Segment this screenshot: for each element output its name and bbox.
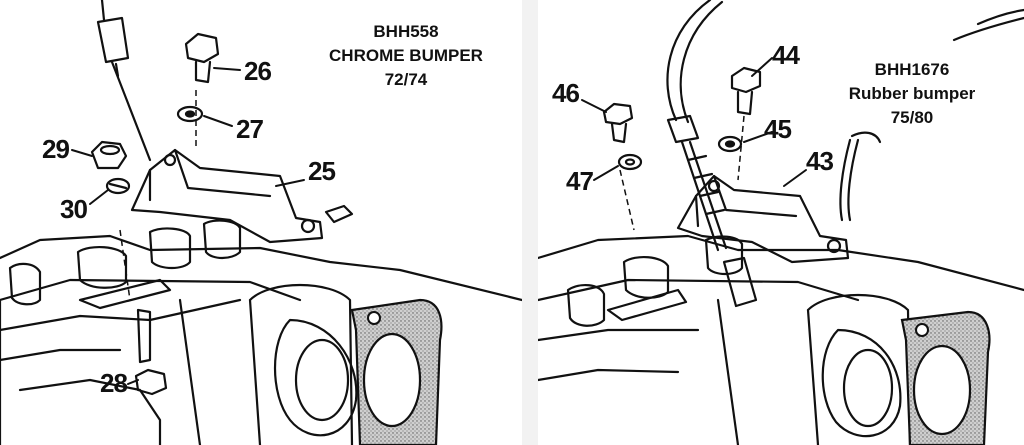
lockwasher-30 — [105, 177, 131, 195]
exploded-view-drawing-right — [538, 0, 1024, 445]
washer-27 — [176, 105, 204, 123]
diagram-panel-rubber-bumper: 44 46 45 43 47 BHH1676 Rubber bumper 75/… — [538, 0, 1024, 445]
caption-rubber-bumper: BHH1676 Rubber bumper 75/80 — [822, 58, 1002, 130]
caption-years: 75/80 — [890, 108, 934, 127]
callout-26: 26 — [244, 56, 272, 86]
exploded-view-drawing-left — [0, 0, 522, 445]
manifold-port — [806, 294, 912, 445]
callout-46: 46 — [552, 78, 580, 108]
caption-chrome-bumper: BHH558 CHROME BUMPER 72/74 — [306, 20, 506, 92]
stud-28 — [136, 308, 152, 364]
washer-45 — [717, 135, 743, 153]
caption-part-number: BHH1676 — [874, 60, 950, 79]
throttle-cable — [666, 0, 724, 124]
callout-43: 43 — [806, 146, 834, 176]
callout-44: 44 — [772, 40, 800, 70]
callout-25: 25 — [308, 156, 336, 186]
callout-27: 27 — [236, 114, 264, 144]
callout-47: 47 — [566, 166, 594, 196]
caption-description: Rubber bumper — [848, 84, 976, 103]
bolt-44 — [730, 66, 762, 116]
cable-bracket — [676, 174, 850, 264]
callout-28: 28 — [100, 368, 128, 398]
throttle-cable — [96, 0, 152, 162]
bolt-46 — [602, 102, 634, 144]
washer-47 — [617, 153, 643, 171]
manifold-port — [248, 284, 354, 445]
callout-29: 29 — [42, 134, 70, 164]
callout-30: 30 — [60, 194, 88, 224]
caption-part-number: BHH558 — [373, 22, 439, 41]
diagram-panel-chrome-bumper: 26 27 25 29 30 28 BHH558 CHROME BUMPER 7… — [0, 0, 522, 445]
cylinder-head — [538, 234, 1024, 302]
bolt-26 — [184, 32, 220, 84]
panel-divider — [522, 0, 538, 445]
nut-28 — [134, 368, 168, 396]
nut-29 — [90, 140, 128, 170]
caption-description: CHROME BUMPER — [329, 46, 483, 65]
callout-45: 45 — [764, 114, 792, 144]
caption-years: 72/74 — [384, 70, 428, 89]
